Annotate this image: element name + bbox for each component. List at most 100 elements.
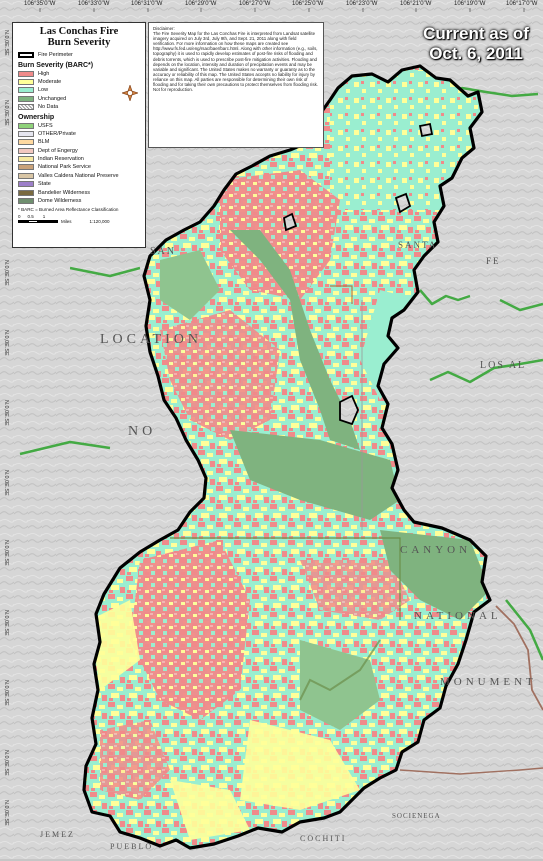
severity-label: No Data — [38, 104, 59, 111]
current-line1: Current as of — [423, 24, 529, 43]
county-boundary — [495, 605, 543, 711]
perimeter-swatch — [18, 52, 34, 59]
top-ticks — [39, 8, 525, 12]
ownership-label: Valles Caldera National Preserve — [38, 172, 119, 179]
ownership-row: Dept of Engergy — [18, 147, 140, 155]
ownership-row: Indian Reservation — [18, 155, 140, 163]
ownership-swatch — [18, 164, 34, 171]
severity-row: Low — [18, 86, 140, 94]
ownership-row: OTHER/Private — [18, 130, 140, 138]
ownership-swatch — [18, 130, 34, 137]
scale-unit: Miles — [61, 219, 72, 225]
severity-swatch — [18, 78, 34, 85]
coord-label: 106°35'0"W — [24, 1, 56, 7]
place-name: LOCATION — [100, 332, 202, 347]
legend-perimeter-row: Fire Perimeter — [18, 51, 140, 59]
side-coord-label: N.0,0E.SE — [3, 260, 9, 286]
place-name: SANTA — [398, 240, 438, 250]
scale-bar: 0 0.5 1 — [18, 214, 140, 219]
scale-ratio: 1:120,000 — [89, 219, 110, 225]
north-arrow-icon — [122, 85, 138, 101]
place-name: SAN — [150, 246, 177, 257]
legend-title-line2: Burn Severity — [47, 37, 111, 48]
ownership-label: State — [38, 181, 51, 188]
side-coord-label: N.0,0E.SE — [3, 680, 9, 706]
place-name: CANYON — [400, 544, 472, 556]
ownership-label: OTHER/Private — [38, 130, 76, 137]
severity-swatch — [18, 104, 34, 111]
ownership-label: BLM — [38, 139, 50, 146]
legend-label: Fire Perimeter — [38, 52, 73, 59]
ownership-label: Dept of Engergy — [38, 147, 78, 154]
scale-tick: 1 — [42, 214, 46, 220]
current-line2: Oct. 6, 2011 — [429, 44, 523, 63]
unburned-islands — [283, 122, 434, 426]
legend-ownership-heading: Ownership — [18, 114, 55, 122]
coord-label: 106°23'0"W — [346, 1, 378, 7]
ownership-label: Bandelier Wilderness — [38, 189, 90, 196]
place-name: NATIONAL — [414, 610, 502, 622]
side-coord-label: N.0,0E.SE — [3, 800, 9, 826]
disclaimer-box: Disclaimer: The Fire Severity Map for th… — [148, 22, 324, 148]
barc-note: * BARC = Burned Area Reflectance Classif… — [18, 207, 119, 213]
ownership-swatch — [18, 147, 34, 154]
side-coord-label: N.0,0E.SE — [3, 610, 9, 636]
disclaimer-heading: Disclaimer: — [153, 26, 175, 31]
ownership-swatch — [18, 156, 34, 163]
coord-label: 106°21'0"W — [400, 1, 432, 7]
side-coord-label: N.0,0E.SE — [3, 470, 9, 496]
coord-label: 106°29'0"W — [185, 1, 217, 7]
ownership-swatch — [18, 122, 34, 129]
ownership-label: Indian Reservation — [38, 156, 84, 163]
side-coord-label: N.0,0E.SE — [3, 100, 9, 126]
coord-label: 106°31'0"W — [131, 1, 163, 7]
severity-row: Unchanged — [18, 95, 140, 103]
side-coord-label: N.0,0E.SE — [3, 30, 9, 56]
scale-row: Miles 1:120,000 — [18, 219, 140, 224]
severity-label: Low — [38, 87, 49, 94]
coord-label: 106°33'0"W — [78, 1, 110, 7]
disclaimer-text: The Fire Severity Map for the Las Concha… — [153, 31, 318, 93]
ownership-row: BLM — [18, 138, 140, 146]
side-coord-label: N.0,0E.SE — [3, 400, 9, 426]
ownership-row: Dome Wilderness — [18, 197, 140, 205]
severity-swatch — [18, 87, 34, 94]
coord-label: 106°19'0"W — [454, 1, 486, 7]
place-name: LOS AL — [480, 360, 527, 371]
side-coord-label: N.0,0E.SE — [3, 330, 9, 356]
coord-label: 106°17'0"W — [506, 1, 538, 7]
ownership-row: Valles Caldera National Preserve — [18, 172, 140, 180]
ownership-swatch — [18, 172, 34, 179]
ownership-swatch — [18, 139, 34, 146]
coord-label: 106°27'0"W — [239, 1, 271, 7]
severity-row: Moderate — [18, 78, 140, 86]
severity-row: High — [18, 69, 140, 77]
scale-bar-graphic — [18, 220, 58, 224]
ownership-label: Dome Wilderness — [38, 198, 82, 205]
legend-severity-heading: Burn Severity (BARC*) — [18, 62, 94, 70]
state-boundary — [399, 767, 543, 775]
ownership-swatch — [18, 189, 34, 196]
ownership-swatch — [18, 181, 34, 188]
place-name: SOCIENEGA — [392, 812, 441, 820]
place-name: MONUMENT — [440, 676, 537, 688]
severity-row: No Data — [18, 103, 140, 111]
place-name: PUEBLO — [110, 842, 154, 851]
severity-label: High — [38, 70, 50, 77]
coord-label: 106°25'0"W — [292, 1, 324, 7]
legend-title-line1: Las Conchas Fire — [39, 26, 119, 37]
ownership-swatch — [18, 198, 34, 205]
map-legend: Las Conchas Fire Burn Severity Fire Peri… — [12, 22, 146, 248]
place-name: NO — [128, 424, 157, 439]
scale-tick: 0.5 — [27, 214, 34, 220]
ownership-row: National Park Service — [18, 163, 140, 171]
severity-swatch — [18, 95, 34, 102]
side-coord-label: N.0,0E.SE — [3, 750, 9, 776]
place-name: COCHITI — [300, 834, 347, 843]
severity-swatch — [18, 70, 34, 77]
ownership-label: USFS — [38, 122, 53, 129]
scale-tick: 0 — [18, 214, 21, 220]
severity-label: Moderate — [38, 78, 62, 85]
